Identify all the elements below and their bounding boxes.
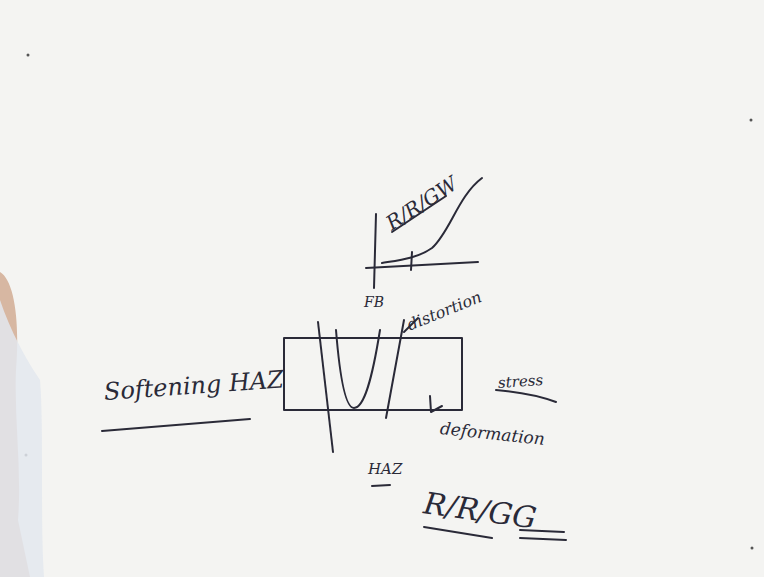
- leader: [430, 396, 442, 412]
- tick: [411, 252, 412, 270]
- haz-line: [318, 322, 333, 452]
- weld-bead: [336, 330, 380, 408]
- handwritten-label: Softening HAZ: [103, 367, 284, 404]
- handwritten-label: distortion: [405, 289, 484, 333]
- y-axis: [374, 214, 376, 288]
- presenter-shirt: [0, 300, 44, 577]
- underline: [424, 527, 492, 538]
- handwritten-label: R/R/GG: [422, 488, 538, 533]
- plate: [284, 338, 462, 410]
- underline: [102, 419, 250, 431]
- underline: [496, 390, 556, 402]
- handwritten-label: FB: [364, 295, 384, 309]
- haz-line: [386, 320, 404, 418]
- underline: [520, 538, 566, 540]
- handwritten-label: HAZ: [368, 462, 402, 477]
- handwritten-label: stress: [497, 373, 543, 391]
- handwritten-label: deformation: [439, 420, 546, 448]
- underline: [372, 485, 390, 486]
